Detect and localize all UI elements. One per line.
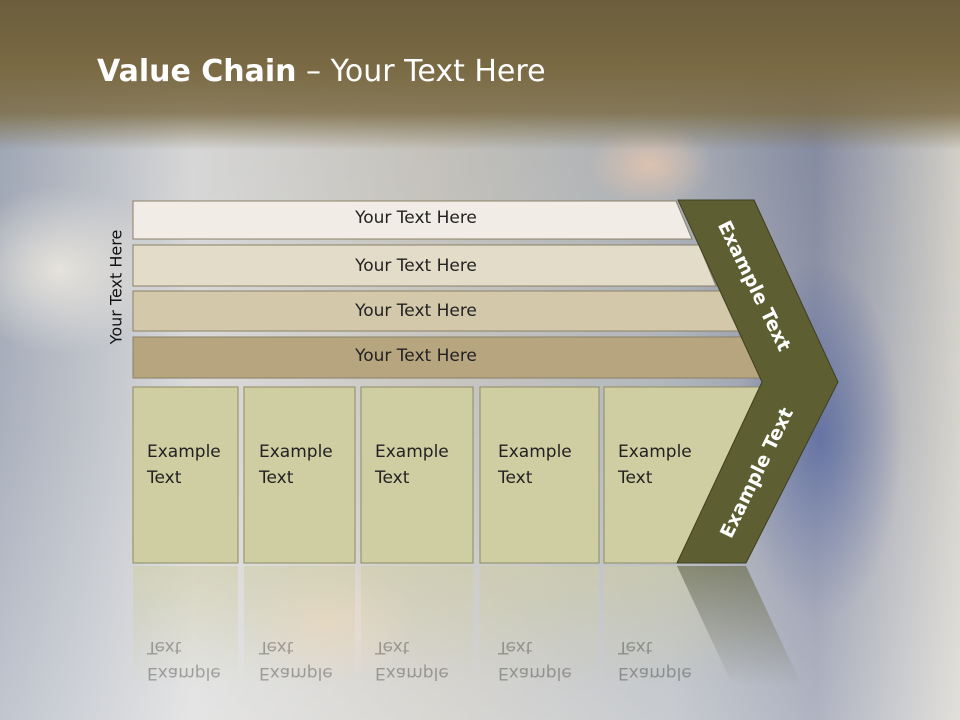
cell-1 <box>132 386 239 564</box>
bar-label-1: Your Text Here <box>355 208 477 228</box>
cell-3 <box>360 386 474 564</box>
cell-text-4: Example Text <box>498 442 572 488</box>
cell-reflection-4 <box>480 566 599 686</box>
cell-reflection-2 <box>244 566 355 686</box>
slide-title-rest: – Your Text Here <box>296 54 546 89</box>
cell-text-reflection-2: Example Text <box>259 637 333 683</box>
cell-text-reflection-4: Example Text <box>498 637 572 683</box>
cell-text-1: Example Text <box>147 442 221 488</box>
bar-label-4: Your Text Here <box>355 346 477 366</box>
cell-4 <box>479 386 600 564</box>
cell-reflection-3 <box>361 566 473 686</box>
bar-1 <box>132 200 693 240</box>
cell-reflection-5 <box>604 566 733 686</box>
cell-text-reflection-1: Example Text <box>147 637 221 683</box>
chevron-reflection <box>677 566 802 686</box>
cell-text-2: Example Text <box>259 442 333 488</box>
bar-2 <box>132 244 717 287</box>
title-band <box>0 0 960 150</box>
cell-reflection-1 <box>133 566 238 686</box>
bar-label-3: Your Text Here <box>355 301 477 321</box>
bar-label-2: Your Text Here <box>355 256 477 276</box>
cell-2 <box>243 386 356 564</box>
cell-text-5: Example Text <box>618 442 692 488</box>
slide-title: Value Chain – Your Text Here <box>97 54 546 89</box>
cell-text-3: Example Text <box>375 442 449 488</box>
chevron-arrow <box>676 199 839 564</box>
cell-text-reflection-3: Example Text <box>375 637 449 683</box>
cell-text-reflection-5: Example Text <box>618 637 692 683</box>
slide-title-bold: Value Chain <box>97 54 297 89</box>
